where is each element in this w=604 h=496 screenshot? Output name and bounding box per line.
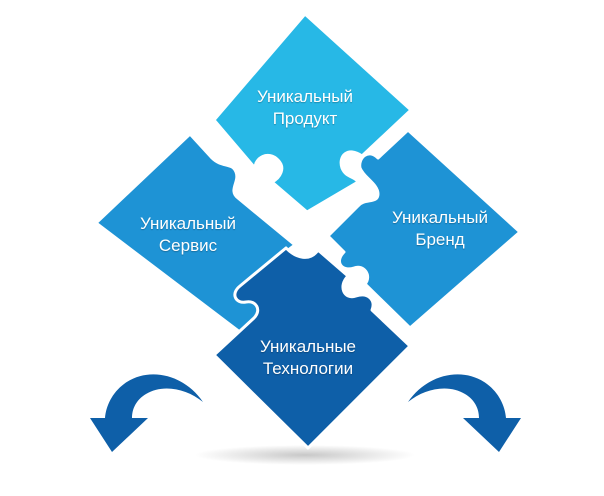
label-top-line1: Уникальный [256, 87, 354, 106]
label-right-line2: Бренд [415, 230, 465, 249]
floor-shadow [195, 445, 415, 465]
label-bottom-line2: Технологии [262, 359, 354, 378]
label-bottom-line1: Уникальные [259, 337, 357, 356]
curved-arrow-down-left-icon [90, 374, 203, 452]
puzzle-piece-top [212, 12, 413, 214]
puzzle-piece-bottom [212, 246, 412, 450]
label-left: Уникальный Сервис [128, 213, 248, 257]
curved-arrow-down-right-icon [408, 374, 521, 452]
label-bottom: Уникальные Технологии [245, 336, 371, 380]
label-left-line1: Уникальный [139, 214, 237, 233]
label-left-line2: Сервис [158, 236, 218, 255]
label-top: Уникальный Продукт [245, 86, 365, 130]
label-right-line1: Уникальный [391, 208, 489, 227]
label-right: Уникальный Бренд [380, 207, 500, 251]
puzzle-piece-right [326, 128, 522, 330]
label-top-line2: Продукт [272, 109, 338, 128]
